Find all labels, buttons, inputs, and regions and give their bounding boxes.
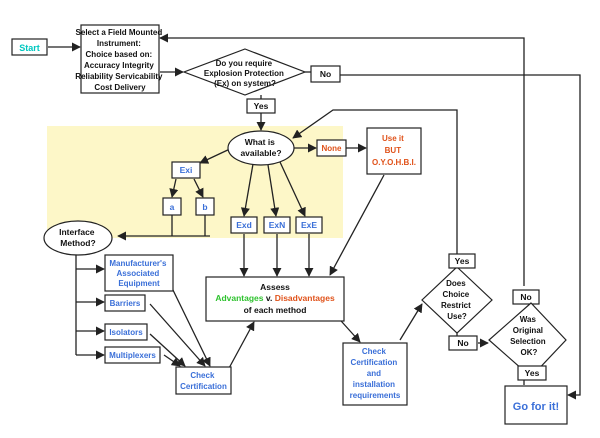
explosion-yes-label: Yes <box>254 101 269 111</box>
restrict-use-decision: Does Choice Restrict Use? <box>421 266 493 334</box>
exe-label: ExE <box>301 220 317 230</box>
original-line-1: Was <box>520 315 537 324</box>
interface-line-2: Method? <box>60 238 95 248</box>
select-line-2: Instrument: <box>97 39 141 48</box>
assess-line-1: Assess <box>260 282 290 292</box>
manufacturer-line-2: Associated <box>117 269 160 278</box>
svg-text:Select a Field Mounted I: Select a Field Mounted Instrument: Choic… <box>75 28 164 92</box>
original-yes-label: Yes <box>525 368 540 378</box>
none-label: None <box>322 144 343 153</box>
original-line-3: Selection <box>510 337 546 346</box>
exd-box: Exd <box>230 216 258 234</box>
go-for-it-box: Go for it! <box>504 385 568 425</box>
option-b-box: b <box>195 197 215 216</box>
original-line-4: OK? <box>521 348 538 357</box>
multiplexers-box: Multiplexers <box>104 346 161 364</box>
check-install-line-4: installation <box>353 380 395 389</box>
select-line-4: Accuracy Integrity <box>84 61 154 70</box>
restrict-line-4: Use? <box>447 312 467 321</box>
manufacturer-line-3: Equipment <box>118 279 160 288</box>
use-it-box: Use it BUT O.Y.O.H.B.I. <box>366 127 422 175</box>
check-certification-box: Check Certification <box>175 366 232 395</box>
assess-line-3: of each method <box>244 305 307 315</box>
select-line-3: Choice based on: <box>86 50 153 59</box>
exi-label: Exi <box>180 165 193 175</box>
select-line-1: Select a Field Mounted <box>76 28 163 37</box>
exd-label: Exd <box>236 220 252 230</box>
assess-box: Assess Advantages v. Disadvantages of ea… <box>205 276 345 322</box>
connectors <box>48 33 581 400</box>
none-box: None <box>316 139 347 157</box>
start-node: Start <box>11 38 48 56</box>
svg-text:Check Certification: Check Certification and installation req… <box>350 347 401 400</box>
original-line-2: Original <box>513 326 543 335</box>
go-for-it-label: Go for it! <box>513 401 559 413</box>
svg-text:Use it BUT O.Y.O.H: Use it BUT O.Y.O.H.B.I. <box>372 134 416 167</box>
assess-disadvantages: Disadvantages <box>275 293 335 303</box>
assess-versus: v. <box>264 293 275 303</box>
svg-text:Check Certification: Check Certification <box>180 371 227 391</box>
restrict-no-label: No <box>457 338 468 348</box>
check-install-line-3: and <box>367 369 381 378</box>
assess-advantages: Advantages <box>215 293 263 303</box>
check-install-line-2: Certification <box>351 358 398 367</box>
svg-text:Manufacturer's Associate: Manufacturer's Associated Equipment <box>109 259 168 288</box>
explosion-line-1: Do you require <box>216 59 273 68</box>
use-it-line-2: BUT <box>385 146 402 155</box>
check-install-line-5: requirements <box>350 391 401 400</box>
check-installation-box: Check Certification and installation req… <box>342 342 408 406</box>
original-no-box: No <box>512 289 540 305</box>
multiplexers-label: Multiplexers <box>109 351 156 360</box>
interface-method-decision: Interface Method? <box>43 220 113 256</box>
start-label: Start <box>19 43 40 53</box>
svg-text:Does Choice Restri: Does Choice Restrict Use? <box>441 279 473 321</box>
exe-box: ExE <box>295 216 323 234</box>
restrict-line-2: Choice <box>443 290 470 299</box>
available-decision: What is available? <box>227 130 295 166</box>
isolators-label: Isolators <box>109 328 143 337</box>
explosion-no-box: No <box>310 65 341 83</box>
original-no-label: No <box>520 292 531 302</box>
select-instrument-box: Select a Field Mounted Instrument: Choic… <box>75 24 164 94</box>
available-line-1: What is <box>245 137 275 147</box>
restrict-no-box: No <box>448 335 478 351</box>
svg-text:Was Original Selec: Was Original Selection OK? <box>510 315 548 357</box>
svg-text:What is available?: What is available? <box>240 137 281 158</box>
option-b-label: b <box>202 202 207 212</box>
explosion-no-label: No <box>320 69 331 79</box>
svg-text:Interface Method?: Interface Method? <box>59 227 97 248</box>
select-line-6: Cost Delivery <box>94 83 146 92</box>
original-yes-box: Yes <box>517 365 547 381</box>
explosion-protection-decision: Do you require Explosion Protection (Ex)… <box>182 48 307 96</box>
barriers-box: Barriers <box>104 294 146 312</box>
exi-box: Exi <box>171 161 201 179</box>
check-cert-line-2: Certification <box>180 382 227 391</box>
exn-label: ExN <box>269 220 286 230</box>
available-line-2: available? <box>240 148 281 158</box>
manufacturer-line-1: Manufacturer's <box>109 259 167 268</box>
restrict-line-1: Does <box>446 279 466 288</box>
use-it-line-3: O.Y.O.H.B.I. <box>372 158 416 167</box>
option-a-box: a <box>162 197 182 216</box>
restrict-line-3: Restrict <box>441 301 471 310</box>
use-it-line-1: Use it <box>382 134 404 143</box>
interface-line-1: Interface <box>59 227 95 237</box>
option-a-label: a <box>170 202 175 212</box>
barriers-label: Barriers <box>110 299 141 308</box>
explosion-line-3: (Ex) on system? <box>214 79 276 88</box>
exn-box: ExN <box>263 216 291 234</box>
select-line-5: Reliability Servicability <box>75 72 163 81</box>
manufacturer-equipment-box: Manufacturer's Associated Equipment <box>104 254 174 292</box>
svg-text:Do you require Explosion: Do you require Explosion Protection (Ex)… <box>204 59 286 88</box>
check-cert-line-1: Check <box>190 371 215 380</box>
check-install-line-1: Check <box>362 347 387 356</box>
explosion-yes-box: Yes <box>246 98 276 114</box>
restrict-yes-label: Yes <box>455 256 470 266</box>
explosion-line-2: Explosion Protection <box>204 69 284 78</box>
isolators-box: Isolators <box>104 323 148 341</box>
restrict-yes-box: Yes <box>448 253 476 269</box>
svg-text:Advantages v. Disadvantages: Advantages v. Disadvantages <box>215 293 335 303</box>
